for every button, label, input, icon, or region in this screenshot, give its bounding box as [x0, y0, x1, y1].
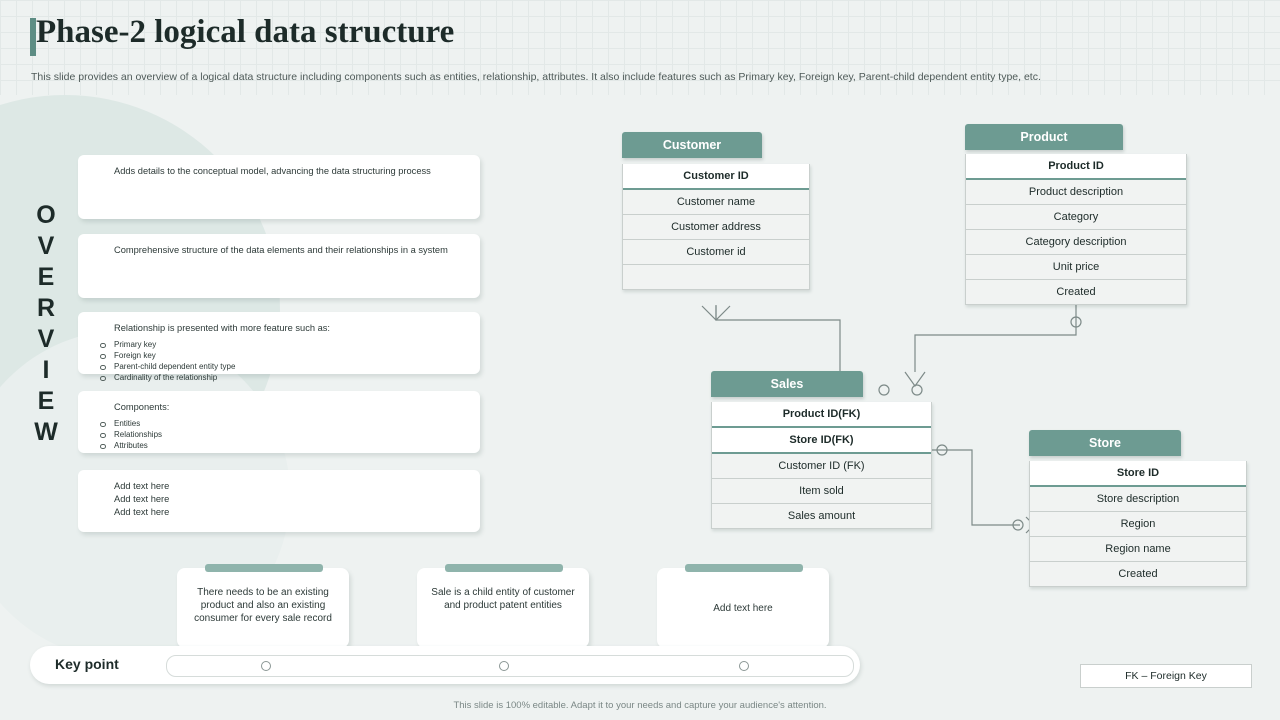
- entity-row: Created: [966, 280, 1186, 304]
- overview-card-4[interactable]: Components: Entities Relationships Attri…: [78, 391, 480, 453]
- overview-card-text: Comprehensive structure of the data elem…: [114, 245, 448, 255]
- overview-letter: I: [42, 356, 50, 384]
- note-card-2[interactable]: Sale is a child entity of customer and p…: [417, 564, 589, 648]
- entity-sales-title: Sales: [711, 371, 863, 397]
- page-title: Phase-2 logical data structure: [36, 14, 455, 50]
- entity-row: Sales amount: [712, 504, 931, 528]
- legend-foreign-key-text: FK – Foreign Key: [1125, 670, 1207, 682]
- overview-card-5[interactable]: Add text here Add text here Add text her…: [78, 470, 480, 532]
- entity-row: Customer ID: [623, 164, 809, 190]
- entity-row: Region: [1030, 512, 1246, 537]
- legend-foreign-key: FK – Foreign Key: [1080, 664, 1252, 688]
- list-item: Foreign key: [100, 350, 480, 361]
- key-point-dot[interactable]: [261, 661, 271, 671]
- list-item: Attributes: [100, 440, 480, 451]
- page-subtitle: This slide provides an overview of a log…: [31, 71, 1041, 83]
- note-text: Add text here: [713, 603, 773, 614]
- entity-row-blank: [623, 265, 809, 289]
- entity-product-title: Product: [965, 124, 1123, 150]
- entity-customer[interactable]: Customer ID Customer name Customer addre…: [622, 164, 810, 290]
- overview-label: O V E R V I E W: [28, 200, 64, 448]
- entity-row: Store description: [1030, 487, 1246, 512]
- entity-store[interactable]: Store ID Store description Region Region…: [1029, 461, 1247, 587]
- entity-row: Created: [1030, 562, 1246, 586]
- entity-store-header-wrap: Store: [1029, 430, 1181, 456]
- entity-sales-rows: Product ID(FK) Store ID(FK) Customer ID …: [711, 402, 932, 529]
- overview-card-1[interactable]: Adds details to the conceptual model, ad…: [78, 155, 480, 219]
- entity-row: Customer id: [623, 240, 809, 265]
- note-text: Sale is a child entity of customer and p…: [431, 587, 575, 611]
- list-item: Cardinality of the relationship: [100, 372, 480, 383]
- key-point-track[interactable]: [166, 655, 854, 677]
- note-card-3[interactable]: Add text here: [657, 564, 829, 648]
- entity-row: Unit price: [966, 255, 1186, 280]
- overview-card-text: Components:: [114, 402, 170, 412]
- list-item: Primary key: [100, 339, 480, 350]
- entity-sales-header-wrap: Sales: [711, 371, 863, 397]
- entity-sales[interactable]: Product ID(FK) Store ID(FK) Customer ID …: [711, 402, 932, 529]
- list-item: Entities: [100, 418, 480, 429]
- note-accent-bar: [445, 564, 563, 572]
- entity-customer-header-wrap: Customer: [622, 132, 762, 158]
- note-text: There needs to be an existing product an…: [194, 587, 332, 624]
- list-item: Relationships: [100, 429, 480, 440]
- entity-row: Category description: [966, 230, 1186, 255]
- overview-card-line: Add text here: [114, 507, 170, 517]
- entity-row: Region name: [1030, 537, 1246, 562]
- overview-card-2[interactable]: Comprehensive structure of the data elem…: [78, 234, 480, 298]
- overview-card-text: Adds details to the conceptual model, ad…: [114, 166, 431, 176]
- entity-row: Product description: [966, 180, 1186, 205]
- background-grid: [0, 0, 1280, 95]
- overview-card-text: Add text here Add text here Add text her…: [78, 470, 480, 529]
- entity-row: Store ID(FK): [712, 428, 931, 454]
- overview-card-line: Add text here: [114, 494, 170, 504]
- overview-letter: R: [36, 294, 56, 322]
- entity-row: Category: [966, 205, 1186, 230]
- overview-letter: V: [37, 232, 55, 260]
- overview-card-line: Add text here: [114, 481, 170, 491]
- list-item: Parent-child dependent entity type: [100, 361, 480, 372]
- overview-card-list: Entities Relationships Attributes: [78, 418, 480, 451]
- key-point-label: Key point: [55, 656, 119, 672]
- entity-row: Customer address: [623, 215, 809, 240]
- note-accent-bar: [685, 564, 803, 572]
- footer-note: This slide is 100% editable. Adapt it to…: [453, 700, 827, 711]
- entity-row: Product ID(FK): [712, 402, 931, 428]
- entity-row: Customer ID (FK): [712, 454, 931, 479]
- entity-row: Product ID: [966, 154, 1186, 180]
- entity-row: Store ID: [1030, 461, 1246, 487]
- entity-row: Item sold: [712, 479, 931, 504]
- entity-product-header-wrap: Product: [965, 124, 1123, 150]
- title-accent-bar: [30, 18, 36, 56]
- overview-card-text: Relationship is presented with more feat…: [114, 323, 331, 333]
- entity-customer-title: Customer: [622, 132, 762, 158]
- overview-letter: V: [37, 325, 55, 353]
- entity-row: Customer name: [623, 190, 809, 215]
- note-card-1[interactable]: There needs to be an existing product an…: [177, 564, 349, 648]
- overview-card-list: Primary key Foreign key Parent-child dep…: [78, 339, 480, 383]
- note-accent-bar: [205, 564, 323, 572]
- overview-letter: E: [37, 263, 55, 291]
- entity-store-rows: Store ID Store description Region Region…: [1029, 461, 1247, 587]
- entity-product[interactable]: Product ID Product description Category …: [965, 154, 1187, 305]
- overview-card-3[interactable]: Relationship is presented with more feat…: [78, 312, 480, 382]
- overview-letter: E: [37, 387, 55, 415]
- key-point-dot[interactable]: [499, 661, 509, 671]
- entity-product-rows: Product ID Product description Category …: [965, 154, 1187, 305]
- overview-letter: W: [34, 418, 58, 446]
- entity-customer-rows: Customer ID Customer name Customer addre…: [622, 164, 810, 290]
- entity-store-title: Store: [1029, 430, 1181, 456]
- overview-letter: O: [36, 201, 56, 229]
- key-point-dot[interactable]: [739, 661, 749, 671]
